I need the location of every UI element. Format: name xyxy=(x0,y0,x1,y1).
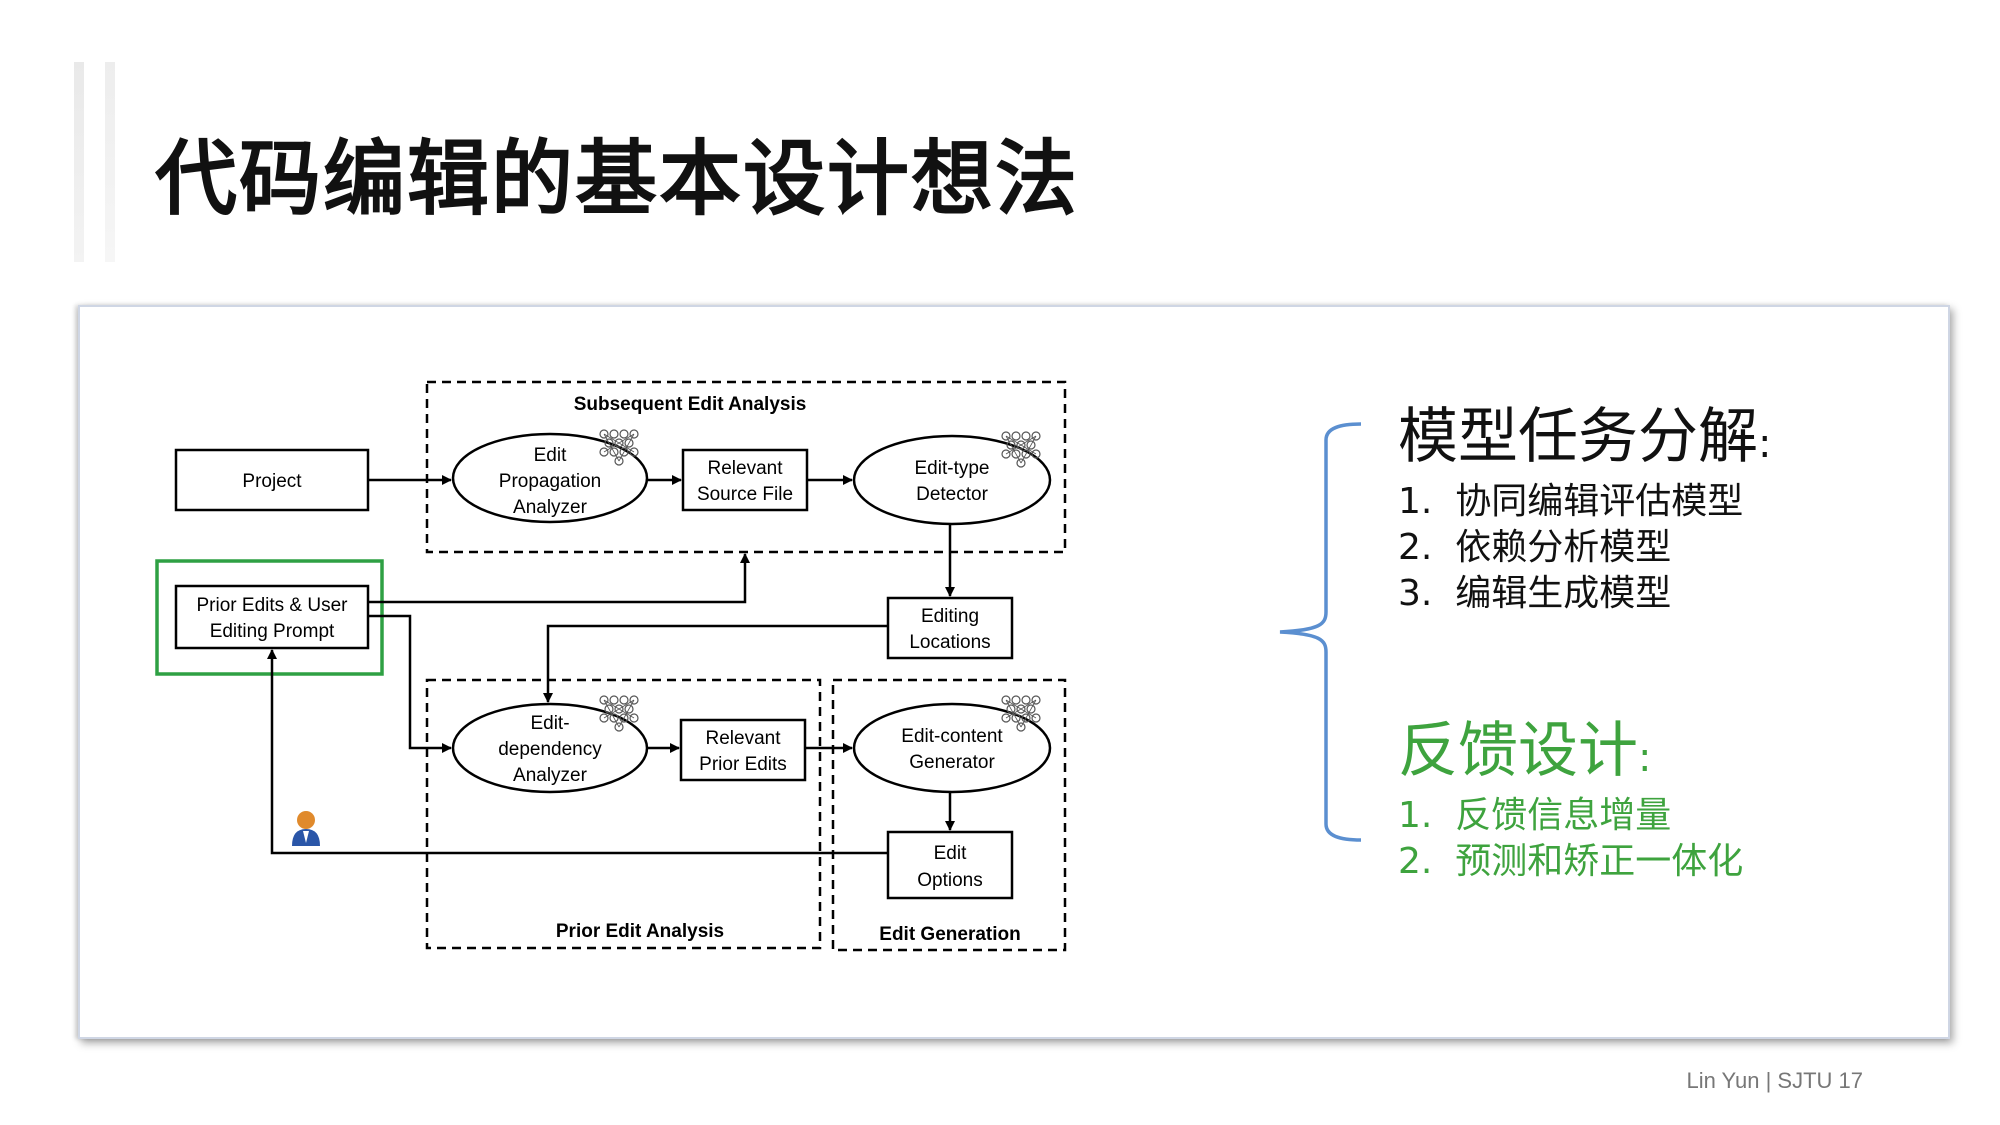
edit-dependency-label-2: dependency xyxy=(498,739,602,760)
list-item: 1. 协同编辑评估模型 xyxy=(1398,481,1744,522)
edit-type-label-1: Edit-type xyxy=(915,458,990,479)
section1-title: 模型任务分解: xyxy=(1398,402,1772,472)
edit-generation-group xyxy=(831,678,1067,952)
edit-propagation-analyzer-node xyxy=(451,432,649,524)
title-decoration-bar xyxy=(74,62,84,262)
edit-type-label-2: Detector xyxy=(916,484,988,505)
edit-type-detector-node xyxy=(852,434,1052,526)
arrow xyxy=(368,614,452,753)
editing-locations-label-2: Locations xyxy=(909,632,990,653)
curly-brace xyxy=(1279,422,1362,842)
editing-locations-box xyxy=(886,596,1014,660)
prior-edits-label-2: Editing Prompt xyxy=(210,621,335,642)
footer-credit: Lin Yun | SJTU 17 xyxy=(1686,1068,1863,1093)
project-box xyxy=(174,448,370,512)
edit-options-label-2: Options xyxy=(917,870,982,891)
prior-edits-prompt-box xyxy=(174,584,370,650)
edit-content-label-2: Generator xyxy=(909,752,995,773)
relevant-prior-label-2: Prior Edits xyxy=(699,754,787,775)
relevant-source-label-2: Source File xyxy=(697,484,793,505)
edit-generation-group-label: Edit Generation xyxy=(879,924,1020,945)
subsequent-edit-group xyxy=(425,380,1067,554)
title-decoration-bar xyxy=(105,62,115,262)
arrow xyxy=(368,553,750,604)
edit-propagation-label-3: Analyzer xyxy=(513,497,588,518)
subsequent-edit-group-label: Subsequent Edit Analysis xyxy=(574,394,807,415)
list-item: 3. 编辑生成模型 xyxy=(1398,573,1672,614)
arrow xyxy=(267,649,888,855)
edit-propagation-label-1: Edit xyxy=(534,445,567,466)
user-icon xyxy=(292,811,320,846)
edit-options-label-1: Edit xyxy=(934,843,967,864)
list-item: 1. 反馈信息增量 xyxy=(1398,795,1672,836)
section-task-decomposition: 模型任务分解: 1. 协同编辑评估模型 2. 依赖分析模型 3. 编辑生成模型 xyxy=(1398,402,1771,617)
prior-edits-label-1: Prior Edits & User xyxy=(197,595,349,616)
highlight-box xyxy=(155,559,384,676)
prior-edit-group xyxy=(425,678,822,950)
relevant-prior-edits-box xyxy=(679,718,807,782)
project-label: Project xyxy=(242,471,302,492)
edit-dependency-label-3: Analyzer xyxy=(513,765,588,786)
edit-dependency-label-1: Edit- xyxy=(530,713,569,734)
slide-title: 代码编辑的基本设计想法 xyxy=(155,132,1080,227)
relevant-source-label-1: Relevant xyxy=(708,458,784,479)
list-item: 2. 预测和矫正一体化 xyxy=(1398,841,1744,882)
relevant-prior-label-1: Relevant xyxy=(706,728,782,749)
edit-options-box xyxy=(886,830,1014,900)
section-feedback-design: 反馈设计: 1. 反馈信息增量 2. 预测和矫正一体化 xyxy=(1398,716,1743,885)
section2-title: 反馈设计: xyxy=(1398,716,1652,786)
arrow xyxy=(543,624,888,703)
edit-content-generator-node xyxy=(852,702,1052,794)
edit-propagation-label-2: Propagation xyxy=(499,471,601,492)
edit-content-label-1: Edit-content xyxy=(901,726,1003,747)
editing-locations-label-1: Editing xyxy=(921,606,979,627)
prior-edit-group-label: Prior Edit Analysis xyxy=(556,921,724,942)
list-item: 2. 依赖分析模型 xyxy=(1398,527,1672,568)
content-panel xyxy=(78,305,1950,1039)
